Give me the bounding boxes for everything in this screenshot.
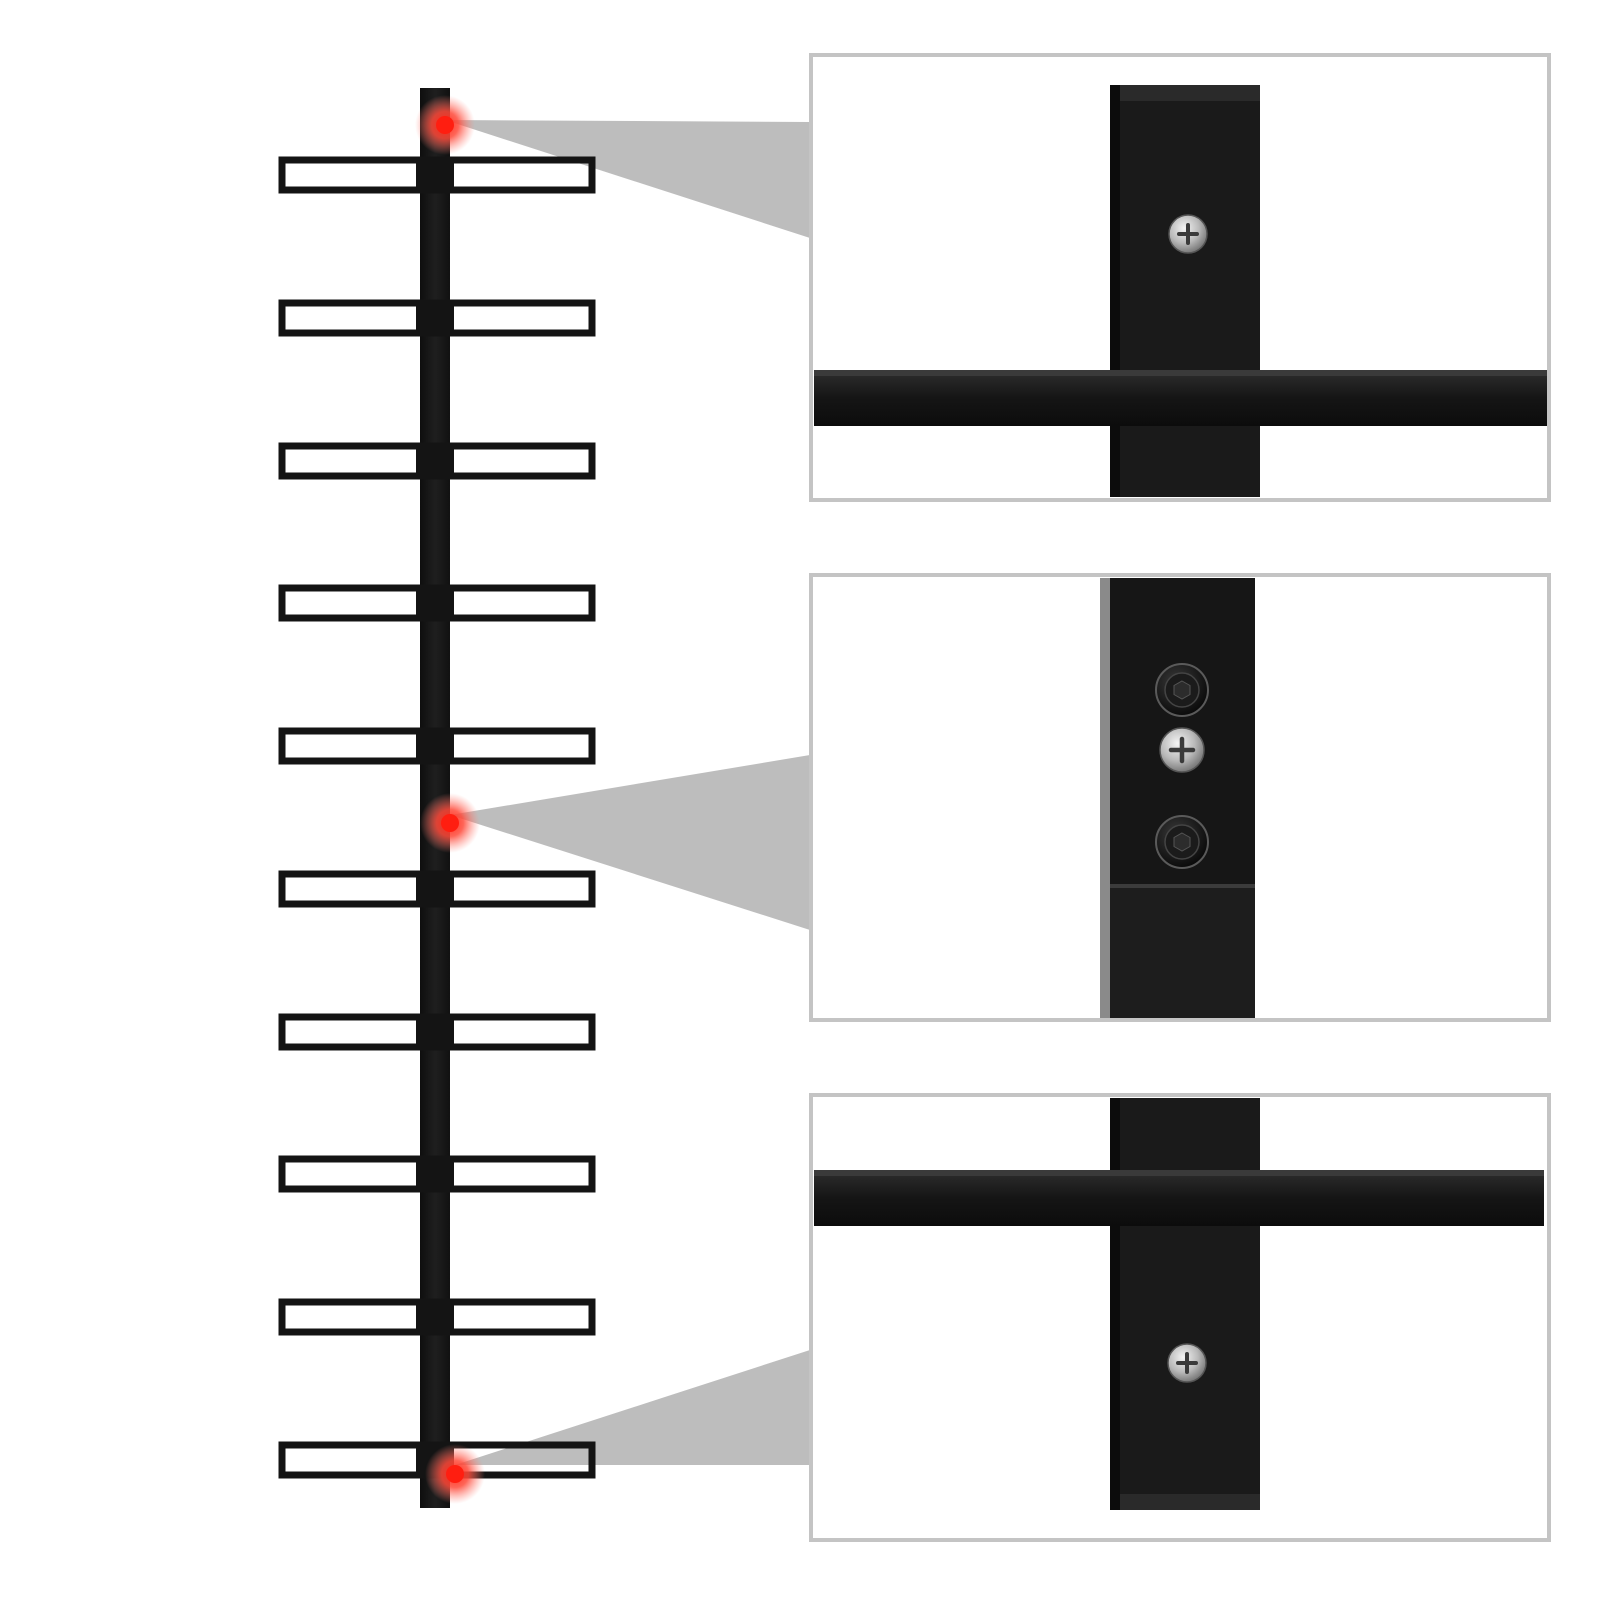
callout-wedges (445, 120, 810, 1465)
post-section (1110, 888, 1255, 1018)
rack-tier (278, 727, 596, 765)
rack-tier (278, 442, 596, 480)
rack-tier (278, 299, 596, 337)
wine-rack (278, 88, 596, 1508)
horizontal-bar (814, 370, 1547, 426)
phillips-screw-icon (1159, 727, 1205, 773)
rack-tier (278, 870, 596, 908)
callout-wedge-middle (450, 755, 810, 930)
hex-bolt-icon (1155, 663, 1209, 717)
bracket-plate (1110, 1098, 1260, 1510)
bracket-plate (1110, 85, 1260, 497)
rack-tier (278, 1298, 596, 1336)
detail-markers (415, 95, 485, 1504)
rack-tier (278, 584, 596, 622)
hex-bolt-icon (1155, 815, 1209, 869)
phillips-screw-icon (1168, 214, 1208, 254)
post-section-edge (1100, 578, 1112, 1018)
detail-marker-bottom (425, 1444, 485, 1504)
bottom-joint-detail-panel (809, 1093, 1551, 1542)
rack-tier (278, 156, 596, 194)
top-joint-detail-panel (809, 53, 1551, 502)
detail-marker-top (415, 95, 475, 155)
rack-tiers (278, 156, 596, 1479)
detail-marker-middle (420, 793, 480, 853)
middle-splice-detail-panel (809, 573, 1551, 1022)
rack-tier (278, 1013, 596, 1051)
callout-wedge-bottom (455, 1350, 810, 1465)
phillips-screw-icon (1167, 1343, 1207, 1383)
rack-tier (278, 1155, 596, 1193)
horizontal-bar (814, 1170, 1544, 1226)
callout-wedge-top (445, 120, 810, 238)
